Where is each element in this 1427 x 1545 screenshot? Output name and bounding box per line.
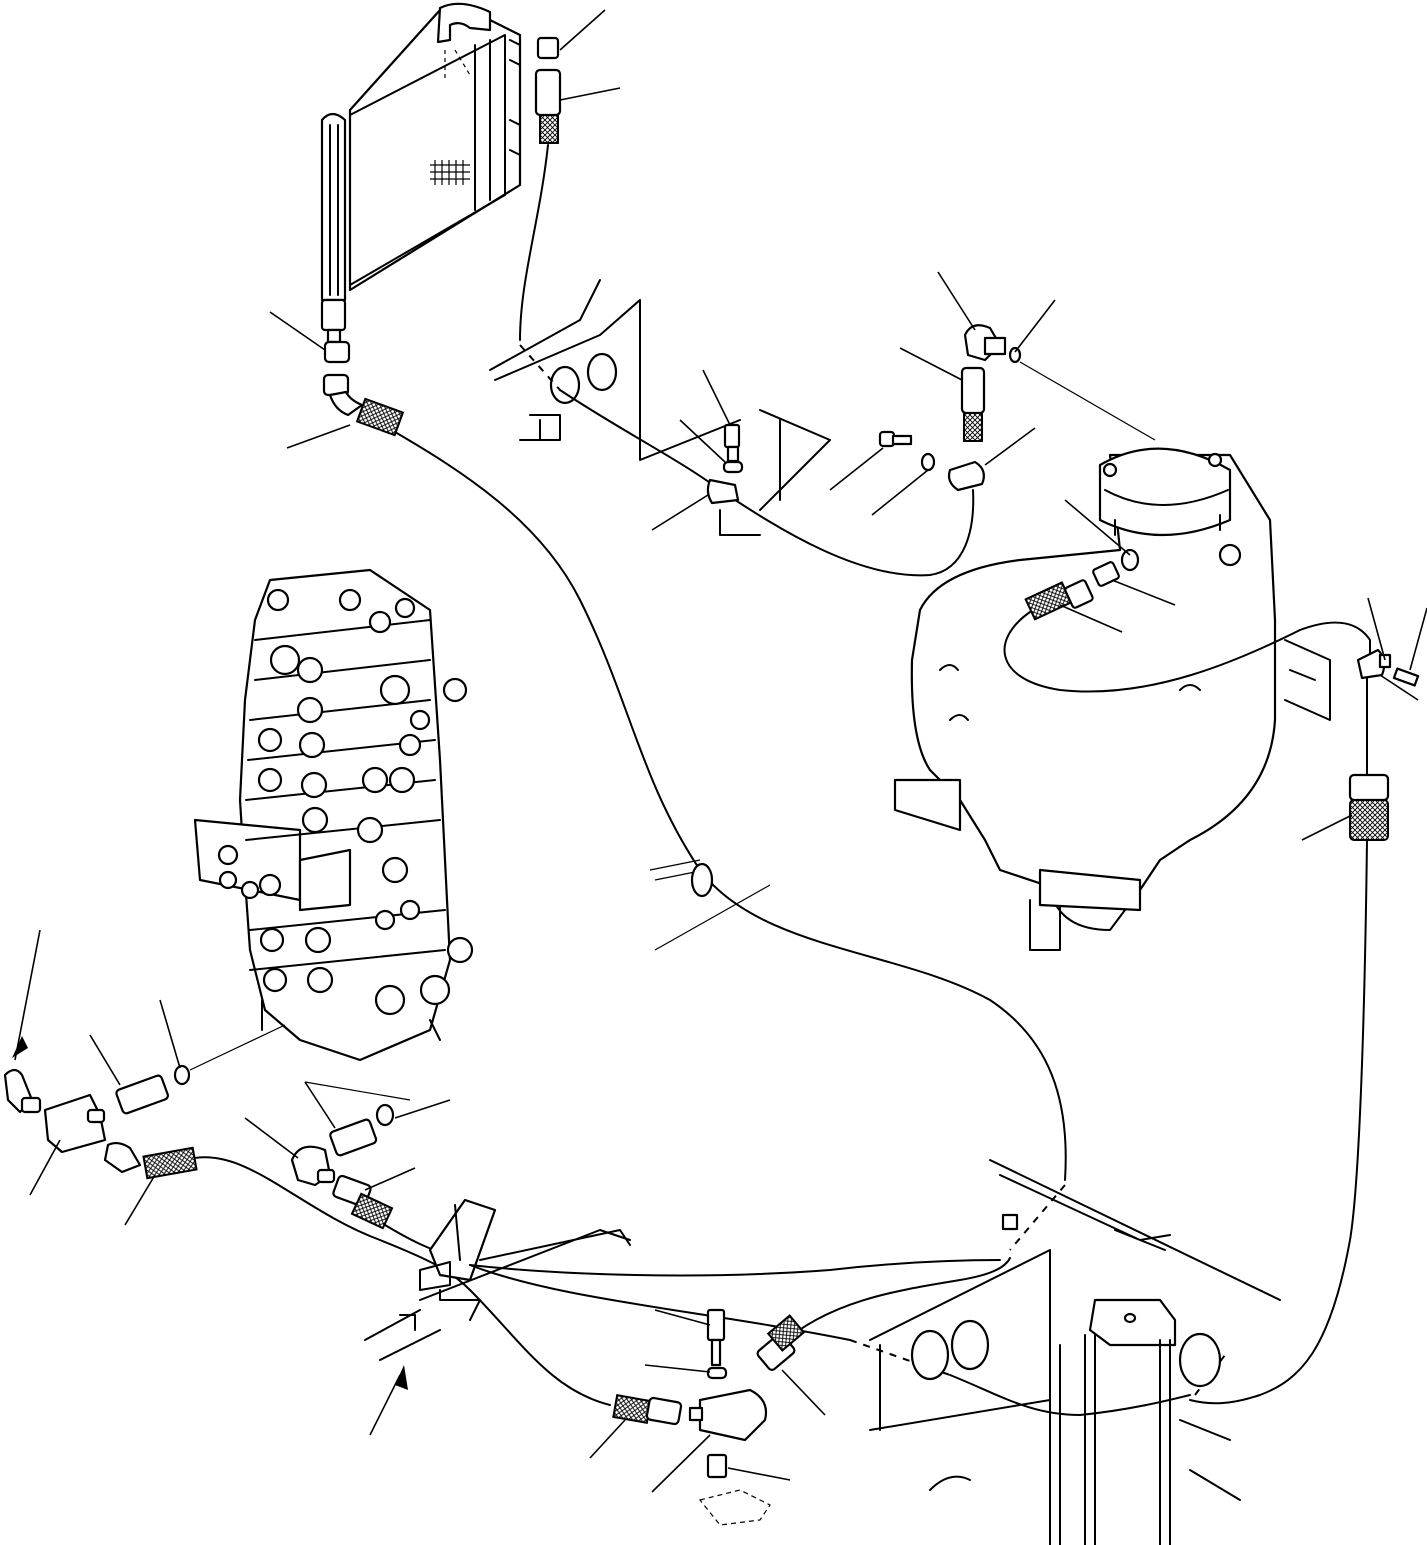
bottom-bracket-assembly: [589, 1308, 826, 1526]
elbow-fitting-tank-top: [899, 271, 1156, 442]
hydraulic-tank: [893, 447, 1331, 951]
frame-section-bottom-right: [869, 1159, 1281, 1545]
control-valve: [193, 568, 474, 1062]
tank-side-fitting: [1024, 499, 1176, 633]
coupling-right-vertical: [1301, 773, 1390, 841]
hose-cooler-return: [519, 144, 549, 341]
cooler-bottom-fitting: [269, 311, 405, 449]
left-fitting-group: [3, 929, 286, 1226]
clamp-bolt-cluster-center: [651, 369, 744, 531]
clamp-right-edge: [1356, 597, 1427, 701]
clamp-bolt-cluster-right: [829, 427, 1036, 516]
valve-ports: [217, 644, 474, 1016]
hose-bottom-cross: [469, 1259, 1001, 1277]
hose-tank-return: [1003, 611, 1371, 693]
frame-section-top: [489, 279, 831, 536]
hose-left-bottom: [194, 1156, 611, 1406]
oil-cooler: [320, 2, 522, 344]
mid-left-fitting-group: [244, 1081, 451, 1230]
bracket-bottom-left: [364, 1198, 631, 1436]
cooler-top-fitting: [534, 9, 621, 144]
